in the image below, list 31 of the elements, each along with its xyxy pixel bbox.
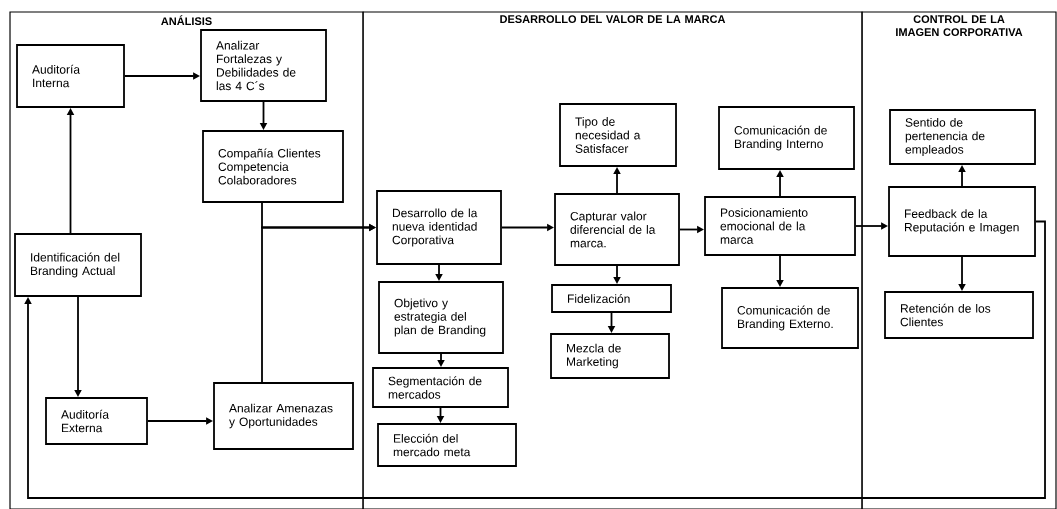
- process-box: Tipo de necesidad a Satisfacer: [559, 103, 677, 167]
- process-box: Objetivo y estrategia del plan de Branding: [378, 281, 504, 354]
- process-box: Elección del mercado meta: [377, 423, 517, 467]
- process-box: Auditoría Interna: [16, 44, 125, 108]
- process-box: Analizar Amenazas y Oportunidades: [213, 382, 354, 450]
- process-box: Posicionamiento emocional de la marca: [704, 196, 856, 256]
- arrow: [124, 72, 200, 80]
- process-box: Fidelización: [551, 284, 672, 313]
- process-box: Sentido de pertenencia de empleados: [889, 109, 1036, 165]
- process-box: Identificación del Branding Actual: [14, 233, 142, 297]
- process-box: Retención de los Clientes: [884, 291, 1034, 339]
- arrow: [147, 417, 213, 425]
- arrow: [435, 264, 443, 281]
- process-box: Desarrollo de la nueva identidad Corporativa: [376, 190, 502, 265]
- process-box: Compañía Clientes Competencia Colaboradores: [202, 130, 344, 203]
- arrow: [958, 256, 966, 291]
- process-box: Auditoría Externa: [45, 397, 148, 445]
- arrow: [74, 296, 82, 397]
- process-box: Mezcla de Marketing: [550, 333, 670, 379]
- arrow: [24, 220, 1046, 499]
- arrow: [776, 255, 784, 287]
- process-box: Comunicación de Branding Externo.: [721, 287, 859, 349]
- arrow: [261, 223, 376, 383]
- process-box: Capturar valor diferencial de la marca.: [554, 193, 680, 266]
- arrow: [613, 265, 621, 284]
- process-box: Comunicación de Branding Interno: [718, 106, 855, 170]
- process-box: Feedback de la Reputación e Imagen: [888, 186, 1036, 257]
- process-box: Segmentación de mercados: [372, 367, 509, 408]
- arrow: [855, 222, 888, 230]
- arrow: [437, 353, 445, 367]
- process-box: Analizar Fortalezas y Debilidades de las 4 C´s: [200, 29, 327, 102]
